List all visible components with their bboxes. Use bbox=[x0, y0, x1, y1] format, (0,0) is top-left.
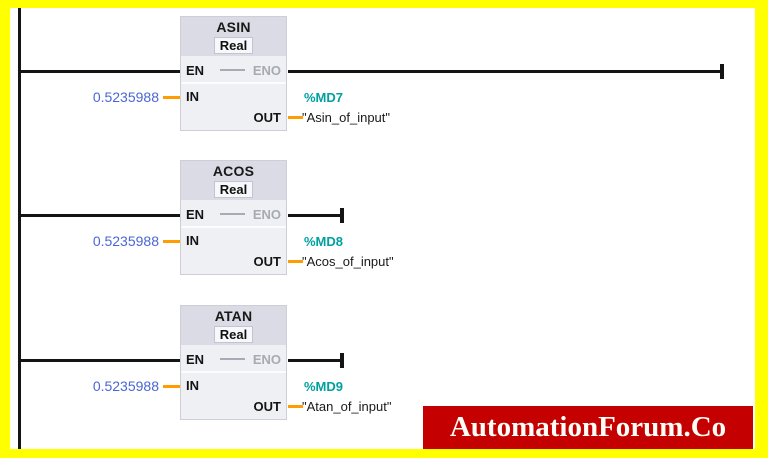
watermark-text: AutomationForum.Co bbox=[449, 411, 727, 443]
in-connector-stub bbox=[163, 385, 180, 388]
out-connector-stub bbox=[288, 405, 303, 408]
function-block-acos[interactable]: ACOS Real EN ENO IN OUT bbox=[180, 160, 287, 275]
block-header: ASIN Real bbox=[181, 17, 286, 56]
frame-border-top bbox=[0, 0, 768, 8]
in-operand-value[interactable]: 0.5235988 bbox=[92, 378, 159, 394]
block-data-type[interactable]: Real bbox=[213, 181, 254, 198]
function-block-asin[interactable]: ASIN Real EN ENO IN OUT bbox=[180, 16, 287, 131]
out-operand-address[interactable]: %MD9 bbox=[304, 379, 344, 394]
block-body: EN ENO IN OUT bbox=[181, 56, 286, 130]
out-operand-address[interactable]: %MD7 bbox=[304, 90, 344, 105]
pin-en: EN bbox=[186, 207, 205, 222]
power-rail bbox=[18, 8, 21, 449]
frame-border-left bbox=[0, 0, 10, 458]
row-separator bbox=[181, 82, 286, 84]
out-operand-address[interactable]: %MD8 bbox=[304, 234, 344, 249]
in-connector-stub bbox=[163, 96, 180, 99]
in-operand-value[interactable]: 0.5235988 bbox=[92, 89, 159, 105]
network-acos: 0.5235988 ACOS Real EN ENO IN OUT %MD8 "… bbox=[0, 160, 768, 290]
block-data-type[interactable]: Real bbox=[213, 37, 254, 54]
frame-border-bottom bbox=[0, 449, 768, 458]
en-eno-link-line bbox=[220, 69, 245, 71]
row-separator bbox=[181, 226, 286, 228]
out-operand-tag[interactable]: "Asin_of_input" bbox=[302, 110, 391, 125]
block-title: ACOS bbox=[212, 163, 255, 179]
branch-end-tick bbox=[340, 208, 344, 223]
en-eno-link-line bbox=[220, 213, 245, 215]
function-block-atan[interactable]: ATAN Real EN ENO IN OUT bbox=[180, 305, 287, 420]
block-header: ACOS Real bbox=[181, 161, 286, 200]
block-data-type[interactable]: Real bbox=[213, 326, 254, 343]
block-body: EN ENO IN OUT bbox=[181, 345, 286, 419]
pin-eno: ENO bbox=[252, 207, 281, 222]
block-body: EN ENO IN OUT bbox=[181, 200, 286, 274]
pin-eno: ENO bbox=[252, 352, 281, 367]
pin-in: IN bbox=[186, 233, 199, 248]
out-connector-stub bbox=[288, 260, 303, 263]
branch-end-tick bbox=[720, 64, 724, 79]
pin-in: IN bbox=[186, 378, 199, 393]
out-operand-tag[interactable]: "Atan_of_input" bbox=[302, 399, 392, 414]
network-asin: 0.5235988 ASIN Real EN ENO IN OUT %MD7 "… bbox=[0, 16, 768, 146]
network-atan: 0.5235988 ATAN Real EN ENO IN OUT %MD9 "… bbox=[0, 305, 768, 435]
en-wire bbox=[20, 214, 180, 217]
row-separator bbox=[181, 371, 286, 373]
pin-in: IN bbox=[186, 89, 199, 104]
pin-out: OUT bbox=[253, 254, 281, 269]
out-connector-stub bbox=[288, 116, 303, 119]
eno-wire bbox=[288, 214, 342, 217]
watermark-banner: AutomationForum.Co bbox=[423, 406, 753, 449]
frame-border-right bbox=[755, 0, 768, 458]
en-eno-link-line bbox=[220, 358, 245, 360]
en-wire bbox=[20, 359, 180, 362]
in-operand-value[interactable]: 0.5235988 bbox=[92, 233, 159, 249]
pin-out: OUT bbox=[253, 399, 281, 414]
in-connector-stub bbox=[163, 240, 180, 243]
block-title: ATAN bbox=[214, 308, 253, 324]
pin-en: EN bbox=[186, 352, 205, 367]
block-title: ASIN bbox=[216, 19, 251, 35]
en-wire bbox=[20, 70, 180, 73]
out-operand-tag[interactable]: "Acos_of_input" bbox=[302, 254, 394, 269]
pin-en: EN bbox=[186, 63, 205, 78]
eno-wire bbox=[288, 359, 342, 362]
pin-out: OUT bbox=[253, 110, 281, 125]
block-header: ATAN Real bbox=[181, 306, 286, 345]
branch-end-tick bbox=[340, 353, 344, 368]
eno-wire bbox=[288, 70, 722, 73]
pin-eno: ENO bbox=[252, 63, 281, 78]
